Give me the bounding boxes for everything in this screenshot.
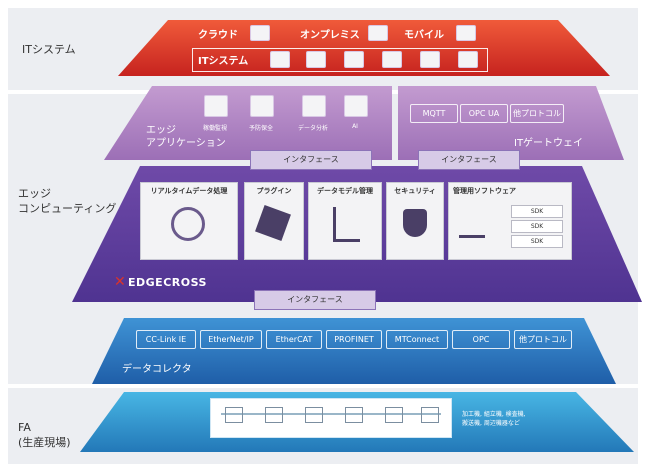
collector-layer-shape [92,318,616,384]
machine-icon [421,407,439,423]
pc-icon [420,51,440,68]
management-software-module: 管理用ソフトウェア SDK SDK SDK [448,182,572,260]
management-software-label: 管理用ソフトウェア [453,187,516,195]
app-monitoring-label: 稼働監視 [202,125,227,132]
sdk-box: SDK [511,205,563,218]
document-icon [458,51,478,68]
it-system-inner-label: ITシステム [198,56,249,67]
magnifier-icon [302,95,326,117]
protocol-profinet-chip: PROFINET [326,330,382,349]
protocol-opcua-chip: OPC UA [460,104,508,123]
security-module: セキュリティ [386,182,444,260]
it-system-box [192,48,488,72]
gateway-layer-shape [398,86,624,160]
plugin-icon [255,205,291,241]
fa-label: FA (生産現場) [18,421,71,449]
app-analysis-label: データ分析 [297,125,328,132]
protocol-ethercat-chip: EtherCAT [266,330,322,349]
brain-icon [344,95,368,117]
realtime-processing-label: リアルタイムデータ処理 [150,187,228,195]
sdk-box: SDK [511,220,563,233]
conveyor-line [221,413,441,415]
security-label: セキュリティ [394,187,436,195]
bar-chart-icon [204,95,228,117]
deploy-mobile-label: モバイル [404,30,444,41]
hierarchy-icon [333,207,360,242]
wrench-icon [250,95,274,117]
data-model-module: データモデル管理 [308,182,382,260]
interface-app-bar: インタフェース [250,150,372,170]
shield-icon [403,209,427,237]
pc-icon [270,51,290,68]
it-gateway-label: ITゲートウェイ [514,138,584,149]
machine-icon [225,407,243,423]
protocol-ethernetip-chip: EtherNet/IP [200,330,262,349]
plugin-label: プラグイン [256,187,292,195]
factory-floor-image [210,398,452,438]
edgecross-logo-icon: ✕ [114,274,126,290]
data-model-label: データモデル管理 [317,187,373,195]
mobile-icon [456,25,476,41]
edgecross-brand: EDGECROSS [128,276,207,289]
interface-gateway-bar: インタフェース [418,150,520,170]
machine-icon [345,407,363,423]
pc-icon [382,51,402,68]
fa-equipment-description: 加工機, 組立機, 検査機, 搬送機, 周辺機器など [462,411,526,427]
it-system-label: ITシステム [22,43,76,56]
cycle-icon [171,207,205,241]
edge-computing-label: エッジ コンピューティング [18,187,117,215]
tools-icon [459,213,485,238]
app-ai-label: AI [352,123,358,130]
protocol-opc-chip: OPC [452,330,510,349]
edge-application-label: エッジ アプリケーション [146,125,226,149]
cloud-icon [250,25,270,41]
protocol-cclink-chip: CC-Link IE [136,330,196,349]
data-collector-label: データコレクタ [122,364,192,375]
deploy-onpremise-label: オンプレミス [300,30,360,41]
machine-icon [265,407,283,423]
protocol-other-chip: 他プロトコル [510,104,564,123]
sdk-box: SDK [511,235,563,248]
pc-icon [306,51,326,68]
protocol-mqtt-chip: MQTT [410,104,458,123]
interface-collector-bar: インタフェース [254,290,376,310]
machine-icon [305,407,323,423]
pc-icon [344,51,364,68]
plugin-module: プラグイン [244,182,304,260]
realtime-processing-module: リアルタイムデータ処理 [140,182,238,260]
protocol-other-chip: 他プロトコル [514,330,572,349]
protocol-mtconnect-chip: MTConnect [386,330,448,349]
machine-icon [385,407,403,423]
deploy-cloud-label: クラウド [198,30,238,41]
server-icon [368,25,388,41]
app-maintenance-label: 予防保全 [248,125,273,132]
